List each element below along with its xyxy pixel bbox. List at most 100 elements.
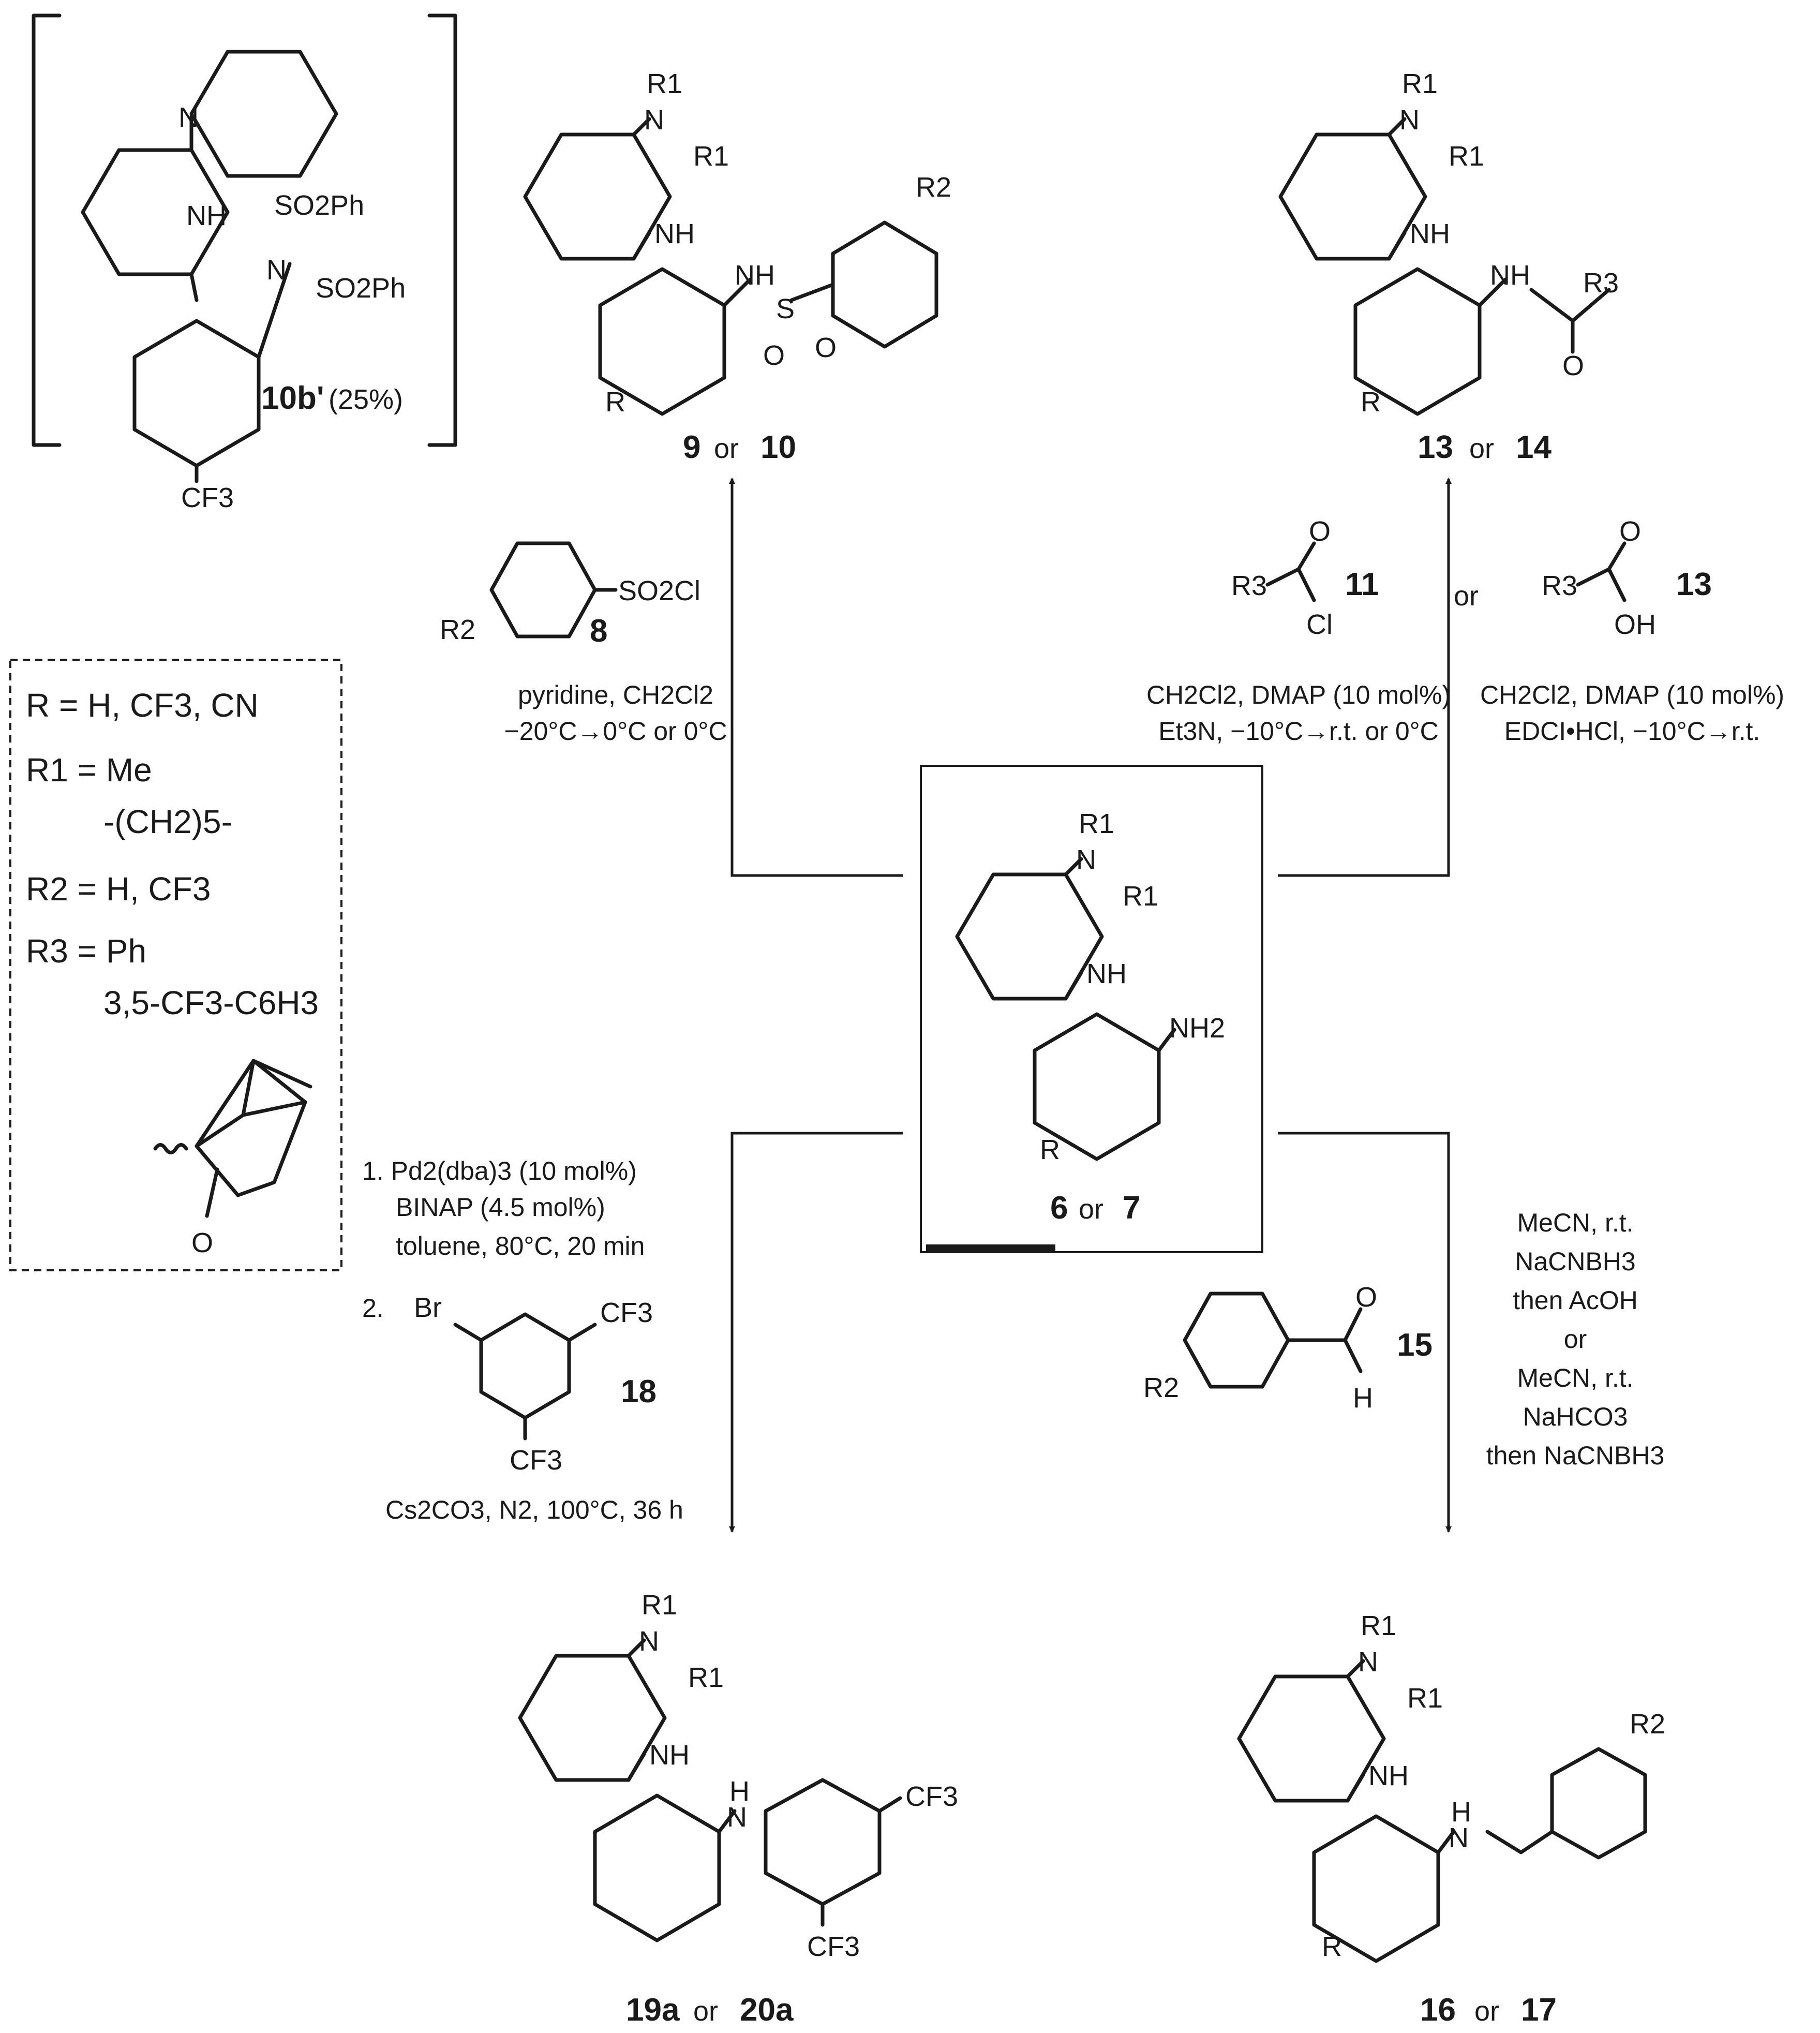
- r-definition: R = H, CF3, CN: [26, 687, 259, 724]
- camphor-co: [205, 1167, 219, 1218]
- r1-label: R1: [1361, 1610, 1396, 1641]
- condition-line: then AcOH: [1513, 1286, 1638, 1315]
- attachment-wavy-bond: [153, 1143, 188, 1154]
- camphor-fragment: O: [153, 1059, 312, 1258]
- n-label: N: [1076, 844, 1096, 875]
- s-label: S: [776, 293, 795, 324]
- bond-n: [626, 1638, 646, 1658]
- or-label: or: [1474, 1996, 1499, 2027]
- h-label: H: [1451, 1797, 1471, 1828]
- compound-id: 8: [590, 613, 607, 649]
- compound-id: 18: [621, 1374, 657, 1409]
- condition-line: then NaCNBH3: [1486, 1441, 1665, 1470]
- nh-label: NH: [654, 218, 695, 249]
- r2-label: R2: [440, 614, 475, 645]
- camphor-gem-dimethyl: [241, 1059, 312, 1117]
- cyclohexane-ring: [1278, 132, 1427, 261]
- bond-r3c: [1576, 567, 1611, 587]
- r3-alt-definition: 3,5-CF3-C6H3: [103, 984, 319, 1021]
- compound-id: 17: [1521, 1992, 1557, 2028]
- n-label: N: [1399, 105, 1420, 136]
- arene-ring: [132, 319, 261, 468]
- bond-co: [1607, 541, 1627, 571]
- reagent-18: Br CF3 CF3 18: [414, 1292, 657, 1476]
- n-label: N: [727, 1802, 747, 1833]
- r1-label: R1: [693, 141, 729, 172]
- r1-label: R1: [1449, 141, 1484, 172]
- bond-cf3: [567, 1323, 597, 1342]
- bond-nhc: [1478, 277, 1508, 307]
- compound-id: 7: [1123, 1190, 1140, 1226]
- nh-label: NH: [1410, 218, 1450, 249]
- r3-label: R3: [1231, 570, 1267, 601]
- r2-label: R2: [916, 172, 951, 203]
- so2ph-label: SO2Ph: [274, 190, 364, 221]
- nh-label: NH: [186, 200, 227, 231]
- compound-id: 19a: [626, 1992, 680, 2028]
- bond-nso2: [257, 262, 292, 359]
- r1-label: R1: [1402, 68, 1438, 99]
- cf3-label: CF3: [905, 1781, 958, 1812]
- condition-line: Cs2CO3, N2, 100°C, 36 h: [385, 1495, 683, 1524]
- r-label: R: [1322, 1931, 1342, 1962]
- sulfonyl-n-label: N: [266, 255, 287, 286]
- substituent-definitions: R = H, CF3, CN R1 = Me -(CH2)5- R2 = H, …: [9, 659, 342, 1271]
- bond-nh: [717, 1809, 737, 1834]
- cf3-label: CF3: [510, 1445, 562, 1476]
- compound-id: 16: [1420, 1992, 1456, 2028]
- r1-label: R1: [1407, 1683, 1443, 1714]
- condition-line: NaCNBH3: [1515, 1247, 1635, 1276]
- compound-id: 11: [1345, 567, 1379, 602]
- bond-n: [632, 117, 651, 137]
- nh-label: NH: [735, 260, 775, 291]
- bond-benzyl: [1485, 1830, 1554, 1854]
- condition-line: MeCN, r.t.: [1517, 1363, 1633, 1392]
- condition-line: 2.: [362, 1294, 384, 1323]
- bond-co: [1296, 541, 1316, 571]
- r-label: R: [1361, 387, 1381, 418]
- aryl-ring: [831, 220, 938, 349]
- product-amide: R1 N R1 NH NH R3 O R 13 or 14: [1278, 68, 1619, 465]
- oh-label: OH: [1614, 609, 1656, 640]
- condition-line: Et3N, −10°C→r.t. or 0°C: [1158, 717, 1439, 746]
- n-label: N: [1449, 1822, 1469, 1853]
- or-label: or: [1469, 433, 1494, 464]
- bond-nh: [1064, 971, 1083, 1001]
- r1-definition: R1 = Me: [26, 751, 152, 789]
- condition-line: NaHCO3: [1523, 1402, 1628, 1431]
- bond-nh: [1346, 1773, 1365, 1803]
- amination-conditions: 1. Pd2(dba)3 (10 mol%) BINAP (4.5 mol%) …: [362, 1156, 683, 1524]
- cyclohexane-ring: [523, 132, 672, 261]
- reaction-arrows: [729, 478, 1452, 1533]
- aryl-ring: [1550, 1747, 1647, 1860]
- bond-c-r3: [1571, 288, 1611, 323]
- or-label: or: [693, 1996, 718, 2027]
- acylation-conditions: CH2Cl2, DMAP (10 mol%) Et3N, −10°C→r.t. …: [1146, 680, 1451, 746]
- cyclohexane-ring: [1237, 1674, 1386, 1803]
- so2cl-label: SO2Cl: [618, 575, 700, 606]
- r1-label: R1: [1079, 808, 1114, 839]
- n-label: N: [1358, 1646, 1378, 1678]
- aryl-ring: [764, 1778, 882, 1906]
- bond-cf3: [877, 1796, 902, 1813]
- o-label: O: [1355, 1282, 1377, 1313]
- r-label: R: [1040, 1134, 1060, 1165]
- nh-label: NH: [1490, 260, 1530, 291]
- bond-co: [1343, 1307, 1363, 1342]
- cyclohexane-ring: [518, 1654, 667, 1782]
- bond-br: [453, 1323, 483, 1342]
- r1-label: R1: [642, 1590, 677, 1621]
- bond-n: [1387, 117, 1407, 137]
- reagent-15: O H R2 15: [1143, 1282, 1433, 1414]
- r2-label: R2: [1143, 1372, 1179, 1403]
- compound-id: 13: [1418, 429, 1453, 465]
- o-label: O: [815, 332, 837, 363]
- nh-label: NH: [1086, 958, 1127, 989]
- coupling-conditions: CH2Cl2, DMAP (10 mol%) EDCI•HCl, −10°C→r…: [1480, 680, 1784, 746]
- aryl-ring: [1183, 1292, 1290, 1389]
- condition-line: EDCI•HCl, −10°C→r.t.: [1504, 717, 1761, 746]
- bond-ccl: [1296, 567, 1316, 602]
- condition-line: toluene, 80°C, 20 min: [396, 1231, 645, 1260]
- bond-nh: [632, 231, 651, 261]
- bond-nh: [1436, 1830, 1456, 1854]
